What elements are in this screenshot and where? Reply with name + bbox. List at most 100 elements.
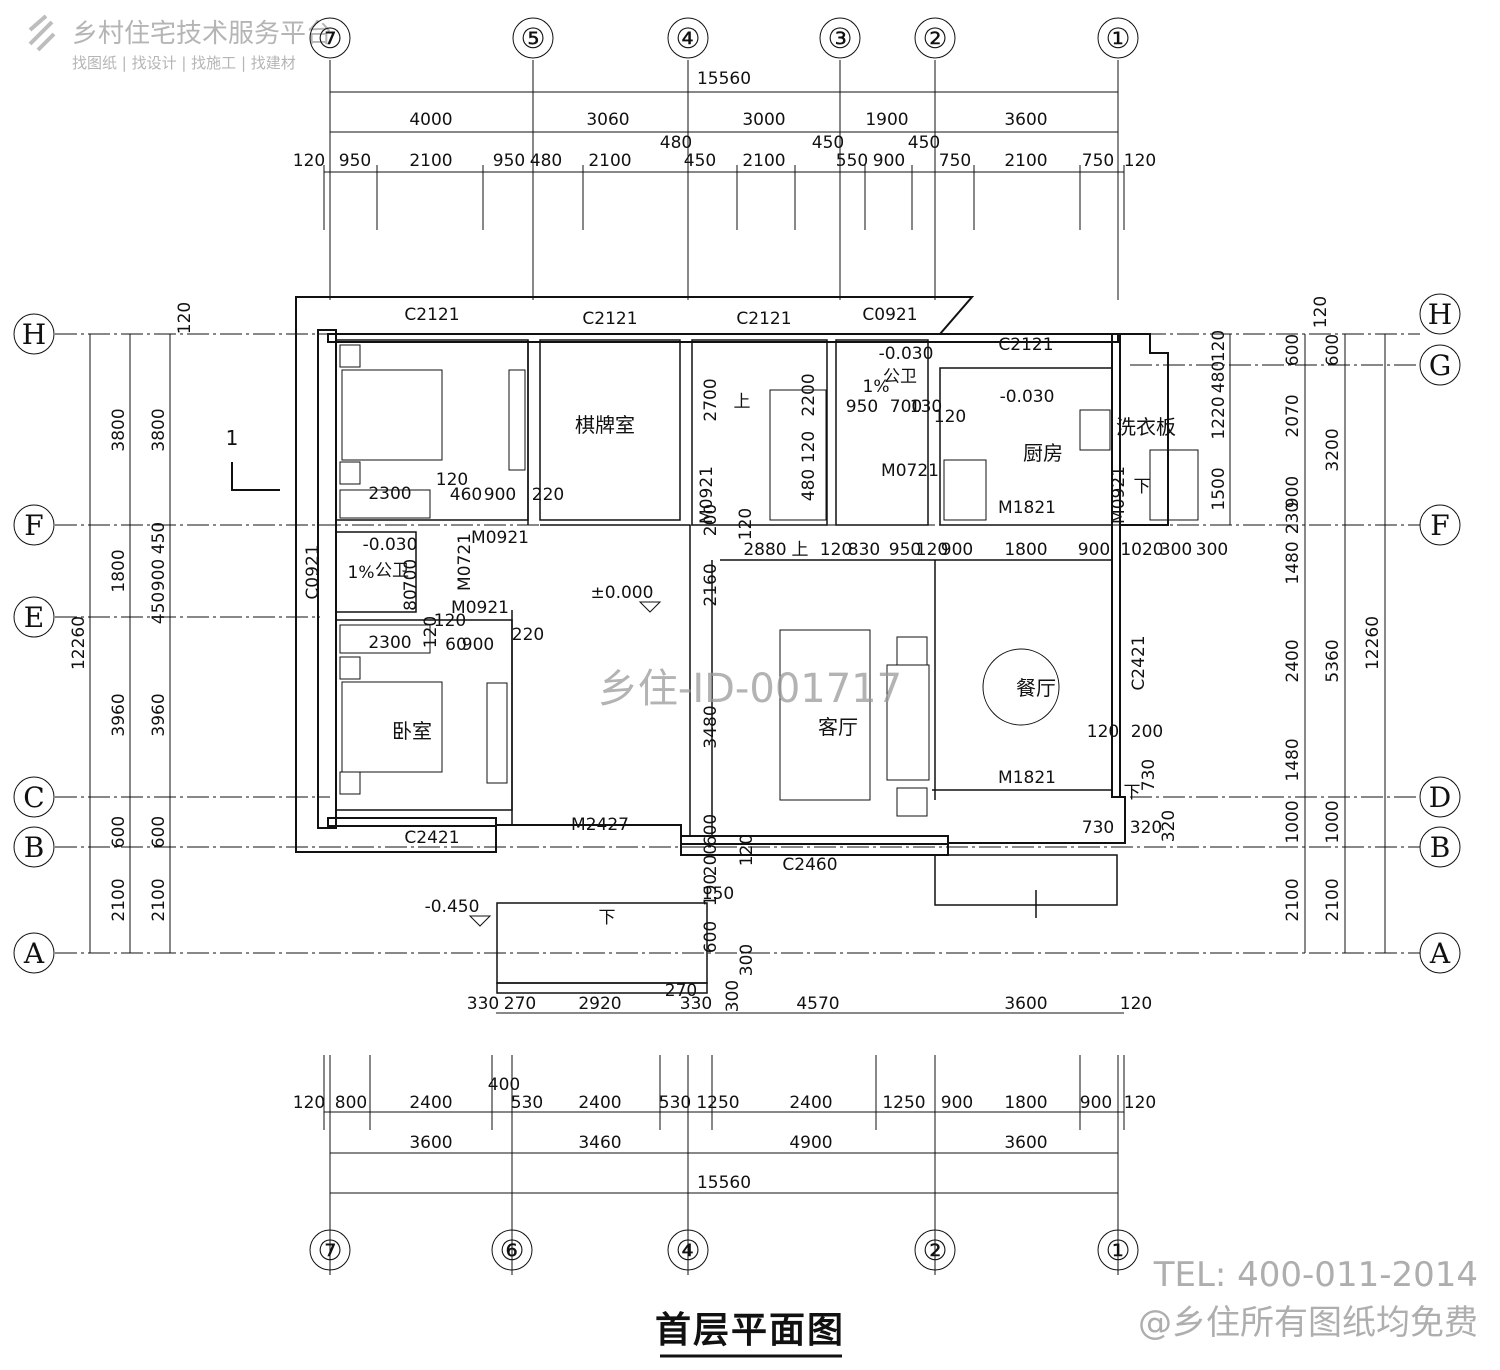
dim-right-axis-3: 5360 bbox=[1323, 639, 1343, 682]
dim-top-d6: 2100 bbox=[588, 151, 631, 171]
dim-right-axis-4: 1000 bbox=[1323, 800, 1343, 843]
brand-logo-icon bbox=[28, 14, 56, 52]
left-dimension-texts: 12260 3800 1800 3960 600 2100 3800 450 9… bbox=[69, 302, 195, 922]
dim-right-d8: 1000 bbox=[1283, 800, 1303, 843]
dim-stair-200: 200 bbox=[701, 504, 721, 536]
dim-porch-2: 270 bbox=[504, 994, 536, 1014]
dim-porch-6: 4570 bbox=[796, 994, 839, 1014]
axis-left-a: A bbox=[23, 937, 45, 970]
axis-left-c: C bbox=[23, 781, 44, 814]
dim-top-d5: 480 bbox=[530, 151, 562, 171]
axis-grid-lines bbox=[55, 333, 1420, 954]
dim-row-950: 950 bbox=[889, 540, 921, 560]
axis-bottom-4: ④ bbox=[675, 1234, 700, 1267]
dim-bottom-overall: 15560 bbox=[697, 1173, 751, 1193]
door-m0721-1: M0721 bbox=[455, 533, 475, 591]
window-labels: C2121 C2121 C2121 C0921 C2121 C0921 C242… bbox=[303, 305, 1149, 875]
dim-left-d4: 450 bbox=[149, 592, 169, 624]
dim-stair-2200: 2200 bbox=[799, 373, 819, 416]
dim-700b: 700 bbox=[890, 397, 922, 417]
dim-row-120b: 120 bbox=[916, 540, 948, 560]
dim-60: 60 bbox=[445, 635, 467, 655]
door-m0921-1: M0921 bbox=[471, 528, 529, 548]
dim-left-d3: 900 bbox=[149, 559, 169, 591]
dim-wardrobe-top: 2300 bbox=[368, 484, 411, 504]
door-m2427: M2427 bbox=[571, 815, 629, 835]
slope-left: 1% bbox=[348, 563, 375, 583]
exterior-walls bbox=[295, 296, 1169, 856]
window-c2121-2: C2121 bbox=[582, 309, 637, 329]
contact-free: @乡住所有图纸均免费 bbox=[1138, 1303, 1478, 1343]
axis-bottom-2: ② bbox=[922, 1234, 947, 1267]
axis-right-f: F bbox=[1430, 509, 1449, 542]
brand-name: 乡村住宅技术服务平台 bbox=[72, 19, 332, 49]
top-dimension-lines bbox=[323, 60, 1125, 300]
dim-row-2880: 2880 bbox=[743, 540, 786, 560]
dim-stair-120: 120 bbox=[799, 431, 819, 463]
dim-top-d8: 2100 bbox=[742, 151, 785, 171]
brand-tagline: 找图纸 | 找设计 | 找施工 | 找建材 bbox=[72, 54, 296, 72]
dim-stair-480: 480 bbox=[799, 469, 819, 501]
dim-v-120: 120 bbox=[737, 834, 757, 866]
dim-left-d6: 600 bbox=[149, 816, 169, 848]
dim-top-d7: 450 bbox=[684, 151, 716, 171]
room-laundry: 洗衣板 bbox=[1116, 415, 1176, 439]
dim-top-d12: 2100 bbox=[1004, 151, 1047, 171]
label-up-1: 上 bbox=[792, 540, 809, 560]
dim-bottom-d8: 2400 bbox=[789, 1093, 832, 1113]
axis-top-5: ⑤ bbox=[520, 22, 545, 55]
dim-left-axis-3: 3960 bbox=[109, 693, 129, 736]
dim-left-d7: 2100 bbox=[149, 878, 169, 921]
dim-v-600: 600 bbox=[701, 814, 721, 846]
front-porch bbox=[496, 854, 1118, 994]
axis-right-h: H bbox=[1428, 298, 1452, 331]
window-c2460: C2460 bbox=[782, 855, 837, 875]
dim-bottom-extra-400: 400 bbox=[488, 1075, 520, 1095]
door-m0921-3: M0921 bbox=[697, 466, 717, 524]
dim-top-axis-5: 3600 bbox=[1004, 110, 1047, 130]
bed-top bbox=[341, 369, 443, 461]
dim-row-1800: 1800 bbox=[1004, 540, 1047, 560]
dim-bottom-d12: 900 bbox=[1080, 1093, 1112, 1113]
label-down-1: 下 bbox=[599, 908, 616, 928]
level-wc-top: -0.030 bbox=[879, 344, 934, 364]
label-down-2: 下 bbox=[1134, 477, 1151, 497]
door-m1821-1: M1821 bbox=[998, 498, 1056, 518]
label-up-2: 上 bbox=[734, 392, 751, 412]
dim-bottom-d6: 530 bbox=[659, 1093, 691, 1113]
dim-bottom-d11: 1800 bbox=[1004, 1093, 1047, 1113]
level-main: ±0.000 bbox=[591, 583, 654, 603]
bottom-dimension-texts: 15560 3600 3460 4900 3600 120 800 2400 5… bbox=[293, 981, 1156, 1193]
axis-right-g: G bbox=[1429, 349, 1451, 382]
dim-left-overall: 12260 bbox=[69, 616, 89, 670]
section-mark-number: 1 bbox=[226, 426, 239, 450]
section-mark: 1 bbox=[226, 426, 280, 491]
dim-p-730b: 730 bbox=[1082, 818, 1114, 838]
dim-top-extra-480: 480 bbox=[660, 133, 692, 153]
dim-bottom-axis-4: 3600 bbox=[1004, 1133, 1047, 1153]
dim-p-320a: 320 bbox=[1130, 818, 1162, 838]
dim-top-d11: 750 bbox=[939, 151, 971, 171]
dim-right-d1: 600 bbox=[1283, 334, 1303, 366]
dim-bottom-d9: 1250 bbox=[882, 1093, 925, 1113]
dim-900a: 900 bbox=[484, 485, 516, 505]
dim-top-overall: 15560 bbox=[697, 69, 751, 89]
dim-900b: 900 bbox=[462, 635, 494, 655]
level-wc-left: -0.030 bbox=[363, 535, 418, 555]
dim-p-120: 120 bbox=[1087, 722, 1119, 742]
dim-left-d2: 450 bbox=[149, 522, 169, 554]
dim-120a: 120 bbox=[436, 470, 468, 490]
dim-right-d2: 2070 bbox=[1283, 394, 1303, 437]
dim-porch-4: 270 bbox=[665, 981, 697, 1001]
interior-walls bbox=[335, 339, 1113, 836]
dim-porch-3: 2920 bbox=[578, 994, 621, 1014]
dim-120c: 120 bbox=[421, 616, 441, 648]
dim-80: 80 bbox=[401, 589, 421, 611]
bottom-dimension-lines bbox=[323, 1012, 1125, 1275]
dim-porch-1: 330 bbox=[467, 994, 499, 1014]
dim-120d: 120 bbox=[934, 407, 966, 427]
inner-dimension-texts: 2300 2300 120 460 900 220 120 900 220 80… bbox=[368, 373, 1228, 1012]
dim-top-axis-3: 3000 bbox=[742, 110, 785, 130]
dim-220b: 220 bbox=[512, 625, 544, 645]
